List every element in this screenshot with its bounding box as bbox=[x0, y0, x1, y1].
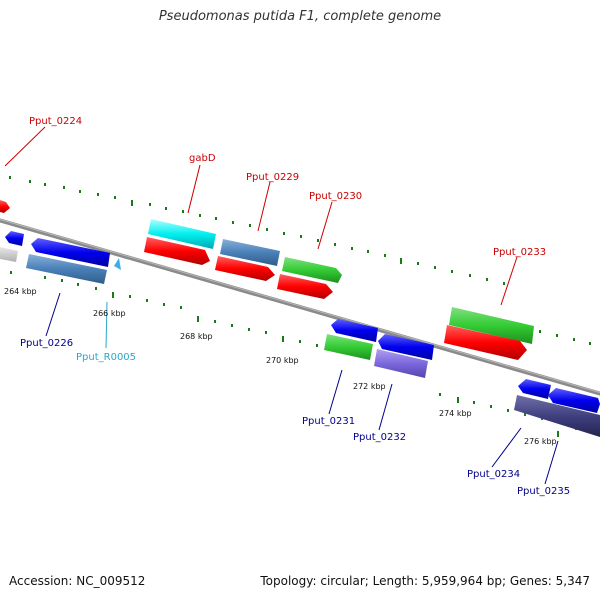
genome-summary-text: Topology: circular; Length: 5,959,964 bp… bbox=[260, 574, 590, 588]
gene-label-pput-0235[interactable]: Pput_0235 bbox=[517, 486, 570, 497]
gene-pput-0233-arrow[interactable] bbox=[449, 307, 534, 344]
genome-title: Pseudomonas putida F1, complete genome bbox=[158, 9, 442, 24]
ruler-label-270: 270 kbp bbox=[266, 356, 299, 365]
gene-pput-0225-arrow[interactable] bbox=[5, 231, 24, 246]
ruler-label-268: 268 kbp bbox=[180, 332, 213, 341]
gene-label-pput-0232[interactable]: Pput_0232 bbox=[353, 432, 406, 443]
gene-pput-0232a-arrow[interactable] bbox=[378, 334, 434, 360]
tick-row-top bbox=[9, 176, 591, 345]
gene-pput-0226a-arrow[interactable] bbox=[31, 238, 110, 267]
gene-pput-0232-arrow[interactable] bbox=[374, 349, 428, 378]
gene-pput-0234-arrow[interactable] bbox=[514, 395, 600, 437]
gene-pput-0231a-arrow[interactable] bbox=[331, 319, 378, 342]
gene-pput-0230-arrow[interactable] bbox=[282, 257, 342, 283]
gene-pput-0228-arrow[interactable] bbox=[215, 256, 275, 281]
ruler-label-276: 276 kbp bbox=[524, 437, 557, 446]
gene-label-pput-0224[interactable]: Pput_0224 bbox=[29, 116, 82, 127]
ruler-label-274: 274 kbp bbox=[439, 409, 472, 418]
gene-pput-0233b-arrow[interactable] bbox=[444, 325, 527, 360]
gene-label-pput-0234[interactable]: Pput_0234 bbox=[467, 469, 520, 480]
gene-pput-0231-arrow[interactable] bbox=[324, 334, 373, 360]
gene-label-pput-0226[interactable]: Pput_0226 bbox=[20, 338, 73, 349]
gene-pput-0229-arrow[interactable] bbox=[220, 239, 280, 266]
gene-pput-0234b-arrow[interactable] bbox=[548, 388, 600, 413]
gene-pput-r0005-arrow[interactable] bbox=[114, 258, 121, 270]
tick-row-bottom bbox=[10, 271, 593, 437]
gene-label-pput-r0005[interactable]: Pput_R0005 bbox=[76, 352, 136, 363]
rna-leader-line bbox=[105, 301, 108, 349]
accession-text: Accession: NC_009512 bbox=[9, 574, 146, 588]
gene-label-gabd[interactable]: gabD bbox=[189, 153, 216, 164]
gene-label-pput-0231[interactable]: Pput_0231 bbox=[302, 416, 355, 427]
gene-pseudo-grey-arrow[interactable] bbox=[0, 247, 18, 262]
gene-pput-0230b-arrow[interactable] bbox=[277, 274, 333, 299]
gene-pput-0226-arrow[interactable] bbox=[26, 254, 107, 284]
forward-leader-lines bbox=[4, 126, 518, 306]
gene-label-pput-0230[interactable]: Pput_0230 bbox=[309, 191, 362, 202]
gene-label-pput-0233[interactable]: Pput_0233 bbox=[493, 247, 546, 258]
reverse-leader-lines bbox=[45, 292, 559, 485]
gene-pput-0234a-arrow[interactable] bbox=[518, 379, 551, 399]
ruler-label-266: 266 kbp bbox=[93, 309, 126, 318]
gene-pput-0224-arrow[interactable] bbox=[0, 200, 10, 213]
gene-pput-0227-arrow[interactable] bbox=[144, 237, 210, 265]
genome-backbone bbox=[0, 218, 600, 396]
ruler-label-272: 272 kbp bbox=[353, 382, 386, 391]
ruler-label-264: 264 kbp bbox=[4, 287, 37, 296]
gene-gabd-arrow[interactable] bbox=[148, 219, 216, 249]
gene-label-pput-0229[interactable]: Pput_0229 bbox=[246, 172, 299, 183]
